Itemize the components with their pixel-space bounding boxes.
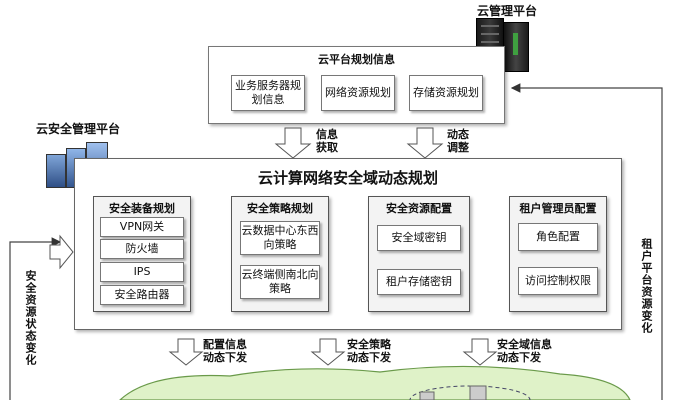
security-mgmt-title: 云安全管理平台 xyxy=(35,122,120,136)
domain-key-item: 安全域密钥 xyxy=(377,225,461,251)
policy-plan-column: 安全策略规划 云数据中心东西向策略 云终端侧南北向策略 xyxy=(231,196,329,312)
ips-item: IPS xyxy=(100,262,184,282)
cloud-plan-title: 云平台规划信息 xyxy=(318,53,395,66)
main-title: 云计算网络安全域动态规划 xyxy=(257,169,438,187)
cloud-shape xyxy=(119,365,631,400)
storage-key-item: 租户存储密钥 xyxy=(377,269,461,295)
domain-down-label: 安全域信息动态下发 xyxy=(497,338,552,364)
cloud-server-icon xyxy=(469,385,487,400)
cloud-plan-panel: 云平台规划信息 业务服务器规划信息 网络资源规划 存储资源规划 xyxy=(208,46,505,124)
policy-down-label: 安全策略动态下发 xyxy=(347,338,391,364)
north-south-policy-item: 云终端侧南北向策略 xyxy=(240,265,320,299)
policy-down-arrow xyxy=(310,338,346,366)
dynamic-adjust-arrow xyxy=(406,127,444,159)
info-fetch-arrow xyxy=(274,127,312,159)
firewall-item: 防火墙 xyxy=(100,239,184,259)
info-fetch-label: 信息获取 xyxy=(316,128,338,154)
left-block-arrow xyxy=(49,234,74,270)
equipment-plan-title: 安全装备规划 xyxy=(109,202,175,215)
left-feedback-line xyxy=(9,237,62,400)
equipment-plan-column: 安全装备规划 VPN网关 防火墙 IPS 安全路由器 xyxy=(93,196,191,312)
network-resource-plan: 网络资源规划 xyxy=(321,75,395,111)
config-down-label: 配置信息动态下发 xyxy=(203,338,247,364)
dynamic-adjust-label: 动态调整 xyxy=(447,128,469,154)
east-west-policy-item: 云数据中心东西向策略 xyxy=(240,221,320,255)
tenant-admin-title: 租户管理员配置 xyxy=(519,202,597,215)
server-icon-2 xyxy=(503,22,529,72)
domain-down-arrow xyxy=(462,338,498,366)
policy-plan-title: 安全策略规划 xyxy=(247,202,313,215)
resource-config-title: 安全资源配置 xyxy=(386,202,452,215)
access-control-item: 访问控制权限 xyxy=(518,267,598,295)
business-server-plan: 业务服务器规划信息 xyxy=(231,75,305,111)
cloud-mgmt-title: 云管理平台 xyxy=(476,4,537,18)
resource-config-column: 安全资源配置 安全域密钥 租户存储密钥 xyxy=(368,196,470,312)
storage-resource-plan: 存储资源规划 xyxy=(409,75,483,111)
tenant-admin-column: 租户管理员配置 角色配置 访问控制权限 xyxy=(509,196,607,312)
left-side-label: 安全资源状态变化 xyxy=(24,270,37,366)
right-feedback-line xyxy=(510,83,663,400)
right-side-label: 租户平台资源变化 xyxy=(640,238,653,334)
config-down-arrow xyxy=(168,338,204,366)
security-router-item: 安全路由器 xyxy=(100,285,184,305)
vpn-gateway-item: VPN网关 xyxy=(100,217,184,237)
role-config-item: 角色配置 xyxy=(518,223,598,251)
